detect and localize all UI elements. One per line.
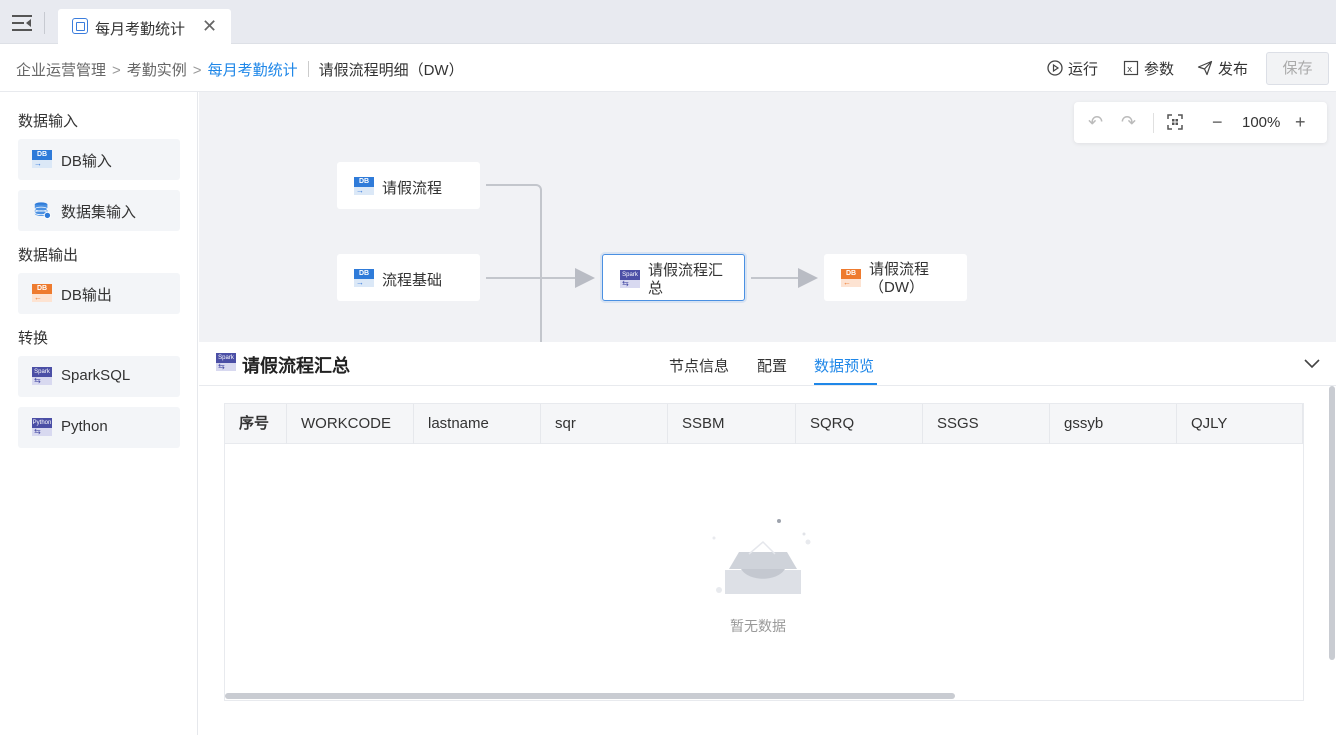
component-label: SparkSQL [61, 367, 131, 384]
tab-node-info[interactable]: 节点信息 [669, 358, 730, 375]
zoom-in-icon[interactable]: + [1295, 112, 1306, 132]
column-header: sqr [541, 404, 668, 444]
section-title-data-output: 数据输出 [18, 247, 79, 264]
params-button[interactable]: x 参数 [1123, 58, 1174, 79]
edge-n1 [486, 184, 542, 342]
chevron-right-icon: > [112, 62, 121, 79]
table-header: 序号 WORKCODE lastname sqr SSBM SQRQ SSGS … [225, 404, 1303, 444]
component-label: Python [61, 418, 108, 435]
component-dataset-input[interactable]: 数据集输入 [18, 190, 180, 231]
zoom-out-icon[interactable]: − [1212, 112, 1223, 132]
panel-title: 请假流程汇总 [242, 356, 350, 376]
column-header: lastname [414, 404, 541, 444]
node-label: 请假流程 [382, 180, 443, 197]
params-label: 参数 [1144, 61, 1175, 78]
column-header: SSBM [668, 404, 796, 444]
spark-icon: Spark⇆ [32, 367, 52, 385]
tab-data-preview[interactable]: 数据预览 [814, 358, 875, 375]
node-detail-panel: Spark⇆ 请假流程汇总 节点信息 配置 数据预览 序号 WORKCODE l… [199, 342, 1336, 735]
publish-label: 发布 [1218, 61, 1249, 78]
fit-view-icon[interactable] [1167, 114, 1183, 130]
tab-monthly-attendance[interactable]: 每月考勤统计 ✕ [58, 9, 231, 44]
formula-icon: x [1123, 60, 1139, 76]
column-header: SQRQ [796, 404, 923, 444]
header-toolbar: 企业运营管理 > 考勤实例 > 每月考勤统计 请假流程明细（DW） 运行 x 参数 发布 保… [0, 44, 1336, 92]
vertical-scrollbar[interactable] [1329, 386, 1335, 660]
column-header: gssyb [1050, 404, 1177, 444]
component-label: DB输出 [61, 287, 112, 304]
column-header: WORKCODE [287, 404, 414, 444]
component-sidebar: 数据输入 DB→ DB输入 数据集输入 数据输出 DB← DB输出 转换 Spa… [0, 92, 198, 735]
tab-label: 每月考勤统计 [95, 21, 186, 38]
breadcrumb-item[interactable]: 企业运营管理 [16, 62, 107, 79]
spark-icon: Spark⇆ [216, 353, 236, 371]
send-icon [1197, 60, 1213, 76]
flow-edges [486, 184, 818, 342]
breadcrumb-item[interactable]: 考勤实例 [126, 62, 187, 79]
zoom-level: 100% [1242, 114, 1281, 131]
breadcrumb-item[interactable]: 每月考勤统计 [207, 62, 298, 79]
component-python[interactable]: Python⇆ Python [18, 407, 180, 448]
publish-button[interactable]: 发布 [1197, 58, 1248, 79]
python-icon: Python⇆ [32, 418, 52, 436]
close-icon[interactable]: ✕ [202, 16, 218, 36]
workflow-icon [72, 18, 88, 34]
data-preview-table: 序号 WORKCODE lastname sqr SSBM SQRQ SSGS … [224, 403, 1304, 701]
section-title-data-input: 数据输入 [18, 113, 79, 130]
svg-text:x: x [1127, 65, 1133, 75]
dataset-icon [34, 202, 51, 219]
db-input-icon: DB→ [354, 269, 374, 287]
node-process-base[interactable]: DB→ 流程基础 [337, 254, 480, 301]
node-leave-summary[interactable]: Spark⇆ 请假流程汇总 [602, 254, 745, 301]
breadcrumb: 企业运营管理 > 考勤实例 > 每月考勤统计 请假流程明细（DW） [16, 59, 464, 80]
db-input-icon: DB→ [354, 177, 374, 195]
redo-icon[interactable]: ↷ [1121, 112, 1137, 132]
component-label: DB输入 [61, 153, 112, 170]
component-db-input[interactable]: DB→ DB输入 [18, 139, 180, 180]
node-label: 流程基础 [382, 272, 443, 289]
db-output-icon: DB← [841, 269, 861, 287]
section-title-transform: 转换 [18, 330, 49, 347]
spark-icon: Spark⇆ [620, 270, 640, 288]
panel-header: Spark⇆ 请假流程汇总 节点信息 配置 数据预览 [199, 342, 1336, 386]
chevron-right-icon: > [192, 62, 202, 79]
zoom-toolbar: ↶ ↷ − 100% + [1074, 102, 1327, 143]
run-label: 运行 [1068, 61, 1099, 78]
undo-icon[interactable]: ↶ [1088, 112, 1104, 132]
empty-box-icon [712, 519, 811, 594]
column-header: 序号 [225, 404, 287, 444]
component-label: 数据集输入 [61, 204, 137, 221]
db-output-icon: DB← [32, 284, 52, 302]
column-header: QJLY [1177, 404, 1303, 444]
column-header: SSGS [923, 404, 1050, 444]
node-label: 请假流程汇总 [648, 262, 724, 297]
run-button[interactable]: 运行 [1047, 58, 1098, 79]
component-sparksql[interactable]: Spark⇆ SparkSQL [18, 356, 180, 397]
horizontal-scrollbar[interactable] [225, 693, 955, 699]
play-icon [1047, 60, 1063, 76]
node-label: 请假流程（DW） [869, 261, 930, 296]
page-title: 请假流程明细（DW） [318, 62, 464, 79]
tab-bar: 每月考勤统计 ✕ [0, 0, 1336, 44]
node-leave-dw[interactable]: DB← 请假流程（DW） [824, 254, 967, 301]
tab-config[interactable]: 配置 [757, 358, 788, 375]
tab-divider [44, 12, 45, 34]
zoom-divider [1153, 113, 1154, 133]
flow-canvas[interactable]: DB→ 请假流程 DB→ 流程基础 Spark⇆ 请假流程汇总 DB← 请假流程… [199, 92, 1336, 342]
save-button[interactable]: 保存 [1266, 52, 1329, 85]
empty-text: 暂无数据 [730, 618, 786, 634]
chevron-down-icon[interactable] [1302, 353, 1322, 373]
db-input-icon: DB→ [32, 150, 52, 168]
active-tab-indicator [814, 383, 877, 385]
component-db-output[interactable]: DB← DB输出 [18, 273, 180, 314]
breadcrumb-divider [307, 61, 309, 77]
menu-toggle-icon[interactable] [12, 15, 32, 31]
node-leave-process[interactable]: DB→ 请假流程 [337, 162, 480, 209]
